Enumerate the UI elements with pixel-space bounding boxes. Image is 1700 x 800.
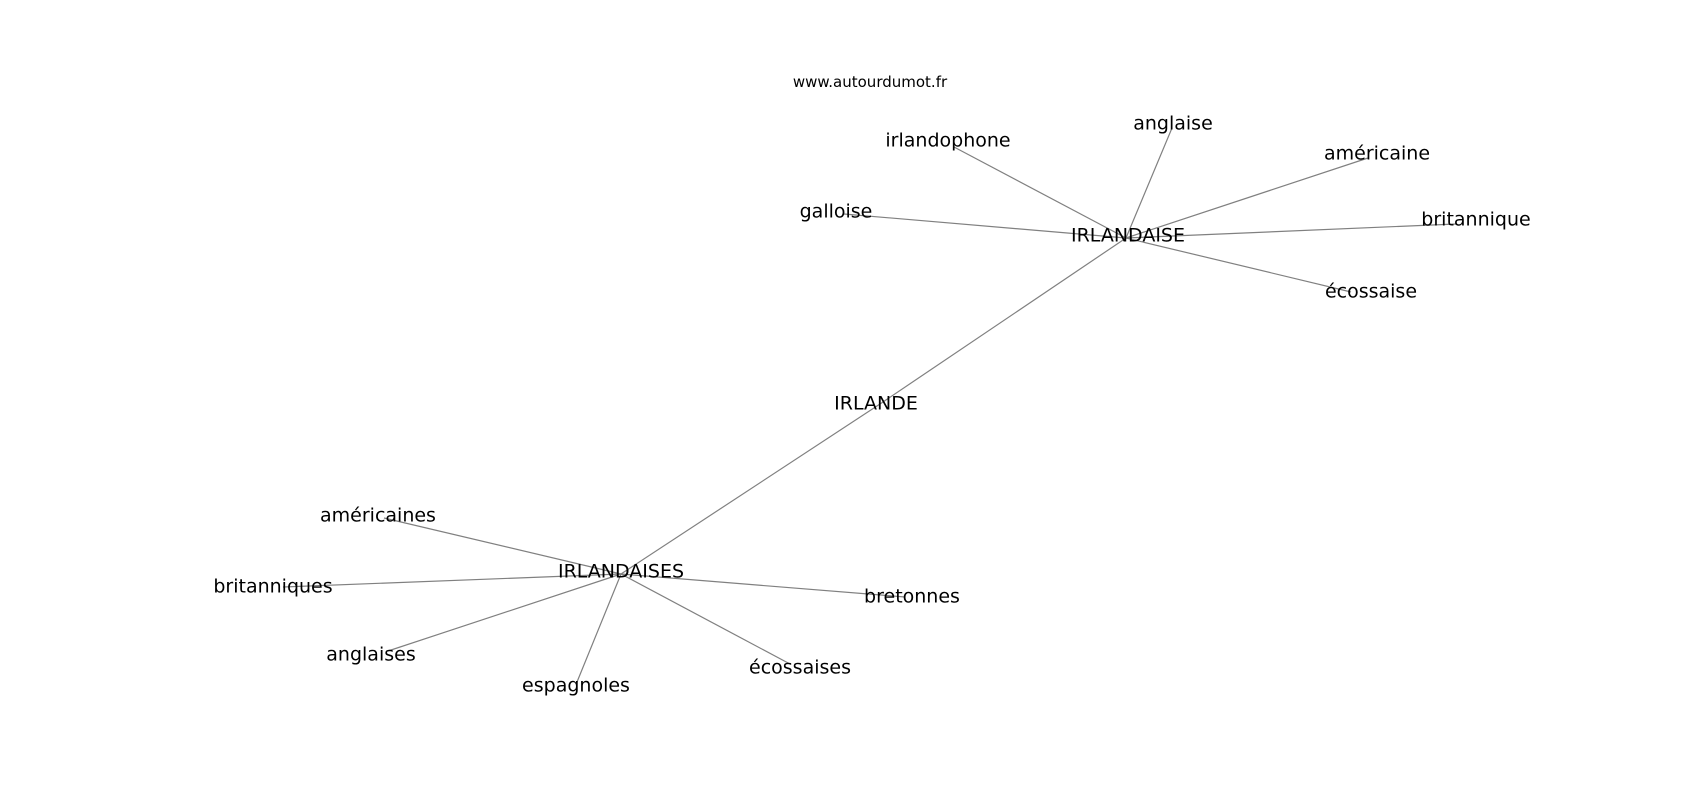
watermark-text: www.autourdumot.fr [793,73,948,91]
node-label-anglaises: anglaises [326,644,415,666]
node-label-irlande: IRLANDE [834,393,918,415]
edge-irlandaise-britannique [1125,223,1457,239]
node-label-britannique: britannique [1421,209,1530,231]
node-label-galloise: galloise [800,201,873,223]
edge-irlandaises-bretonnes [620,573,906,598]
edge-irlandaise-ecossaise [1125,237,1352,293]
node-label-anglaise: anglaise [1133,113,1213,135]
edge-irlande-irlandaise [879,237,1127,405]
edge-irlandaise-galloise [843,213,1127,239]
node-label-ecossaises: écossaises [749,657,851,679]
edge-layer [282,127,1457,683]
edge-irlande-irlandaises [620,403,881,575]
node-label-irlandaise: IRLANDAISE [1071,225,1185,247]
edge-irlandaises-ecossaises [620,573,791,665]
edge-irlandaise-anglaise [1125,127,1173,239]
edge-irlandaise-irlandophone [953,146,1127,239]
node-label-espagnoles: espagnoles [522,675,630,697]
edge-irlandaises-britanniques [282,573,622,588]
edge-irlandaises-americaines [383,517,622,575]
node-layer: IRLANDE IRLANDAISE IRLANDAISES irlandophone… [213,113,1530,697]
node-label-irlandaises: IRLANDAISES [558,561,684,583]
edge-irlandaise-americaine [1125,157,1369,239]
node-label-bretonnes: bretonnes [864,586,960,608]
node-label-britanniques: britanniques [213,576,332,598]
edge-irlandaises-espagnoles [576,573,622,683]
edge-irlandaises-anglaises [387,573,622,652]
node-label-americaine: américaine [1324,143,1430,165]
node-label-ecossaise: écossaise [1325,281,1417,303]
node-label-irlandophone: irlandophone [885,130,1010,152]
node-label-americaines: américaines [320,505,436,527]
